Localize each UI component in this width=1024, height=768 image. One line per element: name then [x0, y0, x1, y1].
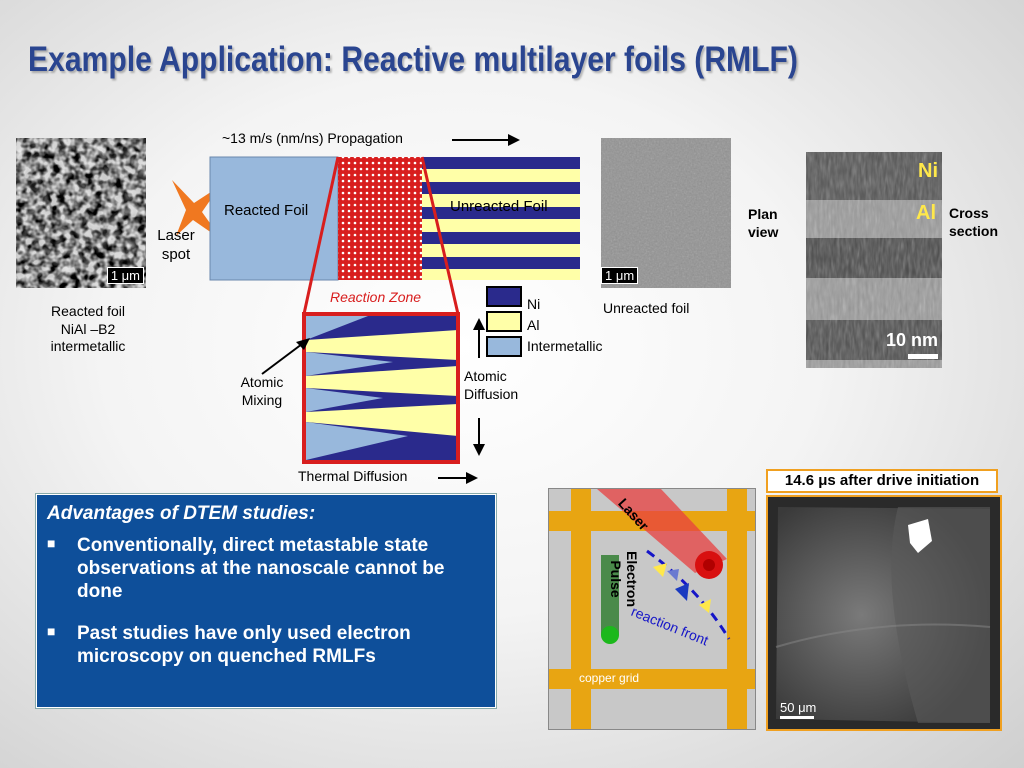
- scale-bar: 1 μm: [106, 267, 144, 284]
- atomic-mixing-arrow: [261, 338, 310, 375]
- legend-swatch-al: [486, 311, 522, 332]
- legend-label-intermetallic: Intermetallic: [527, 338, 603, 354]
- tem-scale-bar: [780, 716, 814, 719]
- advantage-text: Past studies have only used electron mic…: [77, 623, 411, 667]
- cross-section-label: Cross section: [949, 205, 999, 239]
- legend-swatch-ni: [486, 286, 522, 307]
- unreacted-foil-micrograph: 1 μm: [601, 138, 731, 288]
- cross-section-micrograph: Ni Al 10 nm: [806, 152, 942, 368]
- bullet-icon: ■: [47, 535, 56, 551]
- reaction-zone-zoom: [302, 312, 460, 464]
- reacted-foil-caption: Reacted foil NiAl –B2 intermetallic: [50, 303, 126, 354]
- page-title: Example Application: Reactive multilayer…: [28, 40, 798, 79]
- cross-label-ni: Ni: [918, 160, 938, 182]
- advantages-title: Advantages of DTEM studies:: [47, 503, 316, 524]
- copper-grid-label: copper grid: [579, 671, 640, 685]
- unreacted-foil-label: Unreacted Foil: [450, 198, 548, 215]
- cross-label-al: Al: [916, 202, 936, 224]
- dtem-schematic: Laser Electron Pulse reaction front copp…: [548, 488, 756, 730]
- laser-spot-label: Laser spot: [157, 227, 195, 263]
- legend-swatch-intermetallic: [486, 336, 522, 357]
- diffusion-arrows: [473, 318, 485, 456]
- thermal-diffusion-arrow: [438, 472, 478, 484]
- propagation-label: ~13 m/s (nm/ns) Propagation: [222, 130, 403, 146]
- atomic-mixing-label: Atomic Mixing: [240, 374, 284, 408]
- propagation-arrow: [452, 134, 520, 146]
- reacted-foil-label: Reacted Foil: [224, 202, 309, 219]
- advantage-text: Conventionally, direct metastable state …: [77, 535, 445, 602]
- atomic-diffusion-label: Atomic Diffusion: [464, 368, 519, 402]
- cross-scale-bar: [908, 354, 938, 359]
- unreacted-foil-caption: Unreacted foil: [603, 300, 690, 316]
- plan-view-texture: [601, 138, 731, 288]
- reaction-zone-label: Reaction Zone: [330, 289, 422, 305]
- tem-image-content: [768, 497, 1000, 729]
- foil-diagram: [209, 156, 580, 464]
- bullet-icon: ■: [47, 623, 56, 639]
- legend-label-al: Al: [527, 317, 540, 333]
- plan-view-label: Plan view: [748, 206, 779, 240]
- scale-bar: 1 μm: [601, 267, 639, 284]
- grain-texture: [16, 138, 146, 288]
- reaction-zone-region: [338, 157, 422, 280]
- tem-image: 50 μm: [766, 495, 1002, 731]
- unreacted-foil-layers: [422, 157, 580, 280]
- reacted-foil-micrograph: 1 μm: [16, 138, 146, 288]
- cross-scale-label: 10 nm: [885, 330, 938, 350]
- cross-section-layers: [806, 152, 942, 368]
- tem-scale-label: 50 μm: [780, 700, 817, 715]
- schematic-drawing: [549, 489, 755, 729]
- advantages-panel: Advantages of DTEM studies: ■ Convention…: [36, 494, 496, 708]
- tem-time-label: 14.6 μs after drive initiation: [766, 469, 998, 493]
- thermal-diffusion-label: Thermal Diffusion: [298, 468, 408, 484]
- legend-label-ni: Ni: [527, 296, 541, 312]
